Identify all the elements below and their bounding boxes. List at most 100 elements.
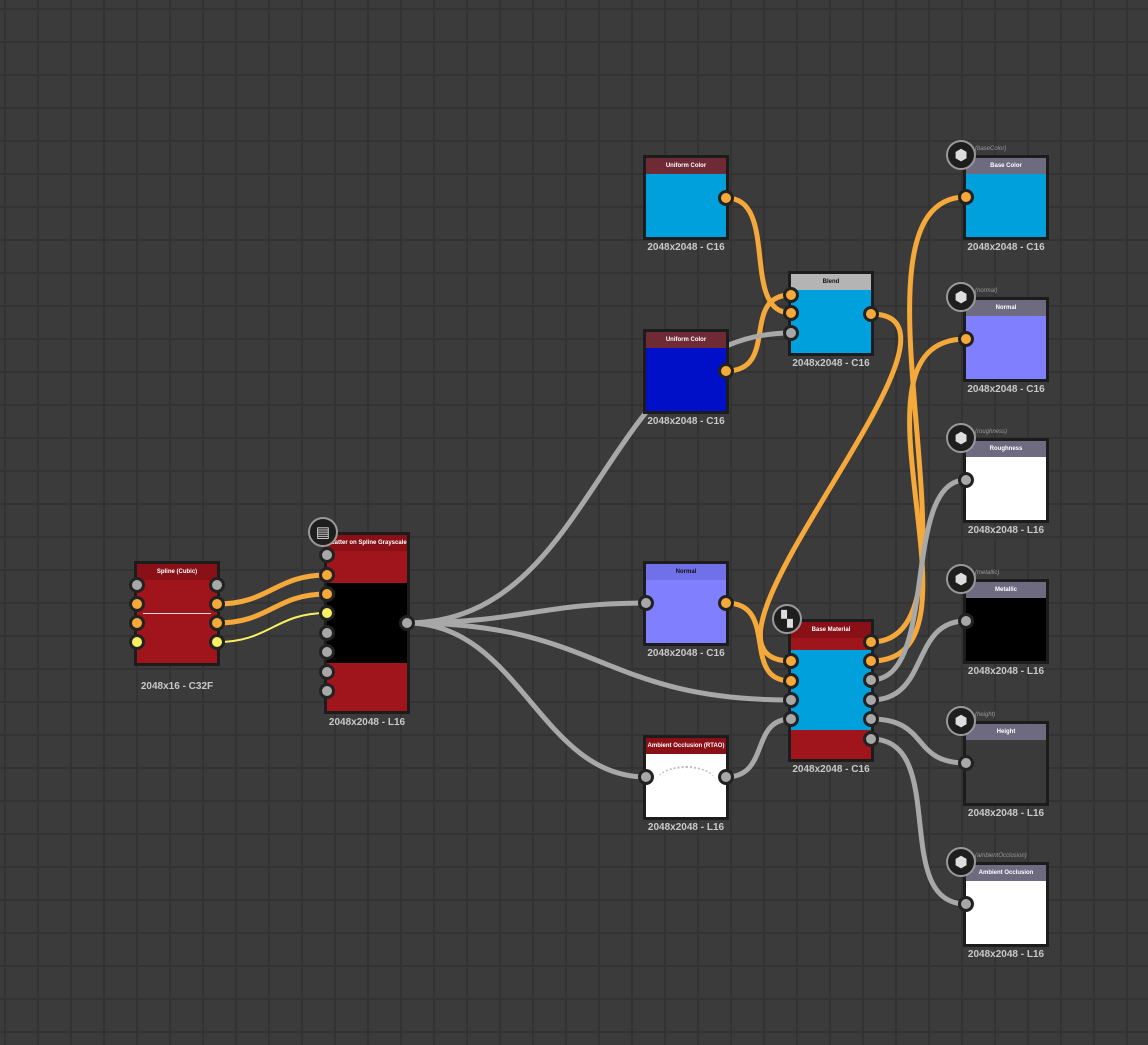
node-caption: 2048x2048 - L16 — [967, 666, 1045, 677]
node-base-material[interactable]: Base Material — [788, 619, 874, 762]
node-title: Base Color — [966, 158, 1046, 174]
wire-bm-basecolor — [868, 194, 969, 645]
node-title: Blend — [791, 274, 871, 290]
preview-thumbnail — [327, 583, 407, 663]
wire-uniform2-blend — [723, 292, 794, 374]
node-port[interactable] — [129, 615, 145, 631]
output-identifier: (roughness) — [975, 429, 1008, 435]
node-title: Normal — [646, 564, 726, 580]
node-port[interactable] — [319, 605, 335, 621]
node-caption: 2048x2048 - C16 — [647, 416, 725, 427]
node-port[interactable] — [319, 547, 335, 563]
node-port[interactable] — [319, 586, 335, 602]
node-port[interactable] — [718, 595, 734, 611]
node-port[interactable] — [783, 325, 799, 341]
output-cube-icon: ⬢ — [946, 423, 976, 453]
output-node[interactable]: Ambient Occlusion — [963, 862, 1049, 947]
node-port[interactable] — [319, 683, 335, 699]
output-cube-icon: ⬢ — [946, 706, 976, 736]
wire-spline-scatter-3 — [216, 612, 328, 643]
node-port[interactable] — [863, 672, 879, 688]
output-node[interactable]: Roughness — [963, 438, 1049, 523]
node-caption: 2048x2048 - L16 — [328, 717, 406, 728]
node-port[interactable] — [718, 363, 734, 379]
node-port[interactable] — [399, 615, 415, 631]
node-spline-cubic[interactable]: Spline (Cubic) — [134, 561, 220, 666]
node-port[interactable] — [209, 615, 225, 631]
node-scatter-on-spline[interactable]: Scatter on Spline Grayscale — [324, 532, 410, 714]
node-title: Spline (Cubic) — [137, 564, 217, 580]
output-identifier: (metallic) — [975, 570, 1000, 576]
spline-preview — [143, 613, 211, 614]
node-port[interactable] — [783, 692, 799, 708]
node-port[interactable] — [783, 305, 799, 321]
node-port[interactable] — [129, 596, 145, 612]
output-node[interactable]: Normal — [963, 297, 1049, 382]
node-caption: 2048x2048 - C16 — [647, 242, 725, 253]
node-port[interactable] — [783, 653, 799, 669]
node-port[interactable] — [863, 634, 879, 650]
node-port[interactable] — [863, 692, 879, 708]
node-port[interactable] — [209, 577, 225, 593]
node-uniform-color-1[interactable]: Uniform Color — [643, 155, 729, 240]
output-node[interactable]: Base Color — [963, 155, 1049, 240]
node-port[interactable] — [209, 596, 225, 612]
preview-thumbnail — [791, 650, 871, 730]
node-port[interactable] — [319, 567, 335, 583]
node-caption: 2048x16 - C32F — [140, 681, 214, 692]
node-port[interactable] — [783, 673, 799, 689]
material-checker-icon: ▚ — [772, 604, 802, 634]
node-port[interactable] — [958, 613, 974, 629]
node-title: Height — [966, 724, 1046, 740]
node-port[interactable] — [863, 711, 879, 727]
node-port[interactable] — [958, 755, 974, 771]
node-ambient-occlusion-rtao[interactable]: Ambient Occlusion (RTAO) — [643, 735, 729, 820]
document-icon: ▤ — [308, 517, 338, 547]
node-port[interactable] — [718, 769, 734, 785]
node-port[interactable] — [718, 190, 734, 206]
output-node[interactable]: Height — [963, 721, 1049, 806]
node-port[interactable] — [129, 634, 145, 650]
preview-thumbnail — [656, 766, 716, 798]
node-caption: 2048x2048 - L16 — [967, 949, 1045, 960]
output-identifier: (baseColor) — [975, 146, 1007, 152]
wire-bm-roughness — [868, 477, 969, 683]
node-blend[interactable]: Blend — [788, 271, 874, 356]
node-port[interactable] — [863, 653, 879, 669]
node-port[interactable] — [209, 634, 225, 650]
node-port[interactable] — [319, 644, 335, 660]
output-identifier: (ambientOcclusion) — [975, 853, 1027, 859]
node-port[interactable] — [958, 896, 974, 912]
node-port[interactable] — [783, 711, 799, 727]
node-port[interactable] — [638, 595, 654, 611]
node-title: Scatter on Spline Grayscale — [327, 535, 407, 551]
node-port[interactable] — [783, 287, 799, 303]
wire-normal-basematerial — [723, 600, 794, 684]
wire-spline-scatter-2 — [214, 591, 330, 626]
node-port[interactable] — [863, 306, 879, 322]
output-cube-icon: ⬢ — [946, 564, 976, 594]
node-port[interactable] — [638, 769, 654, 785]
node-caption: 2048x2048 - C16 — [792, 764, 870, 775]
node-port[interactable] — [958, 189, 974, 205]
output-node[interactable]: Metallic — [963, 579, 1049, 664]
node-caption: 2048x2048 - L16 — [967, 525, 1045, 536]
node-port[interactable] — [958, 472, 974, 488]
node-caption: 2048x2048 - C16 — [792, 358, 870, 369]
wire-bm-height — [868, 716, 969, 766]
wire-rtao-basematerial — [723, 716, 794, 780]
node-port[interactable] — [129, 577, 145, 593]
node-port[interactable] — [863, 731, 879, 747]
node-uniform-color-2[interactable]: Uniform Color — [643, 329, 729, 414]
output-identifier: (normal) — [975, 288, 998, 294]
node-caption: 2048x2048 - C16 — [967, 384, 1045, 395]
node-title: Normal — [966, 300, 1046, 316]
node-port[interactable] — [319, 625, 335, 641]
wire-scatter-blend — [404, 330, 794, 626]
node-port[interactable] — [958, 331, 974, 347]
wire-scatter-normal — [404, 600, 649, 626]
node-normal[interactable]: Normal — [643, 561, 729, 646]
node-port[interactable] — [319, 664, 335, 680]
output-identifier: (height) — [975, 712, 996, 718]
node-caption: 2048x2048 - C16 — [967, 242, 1045, 253]
